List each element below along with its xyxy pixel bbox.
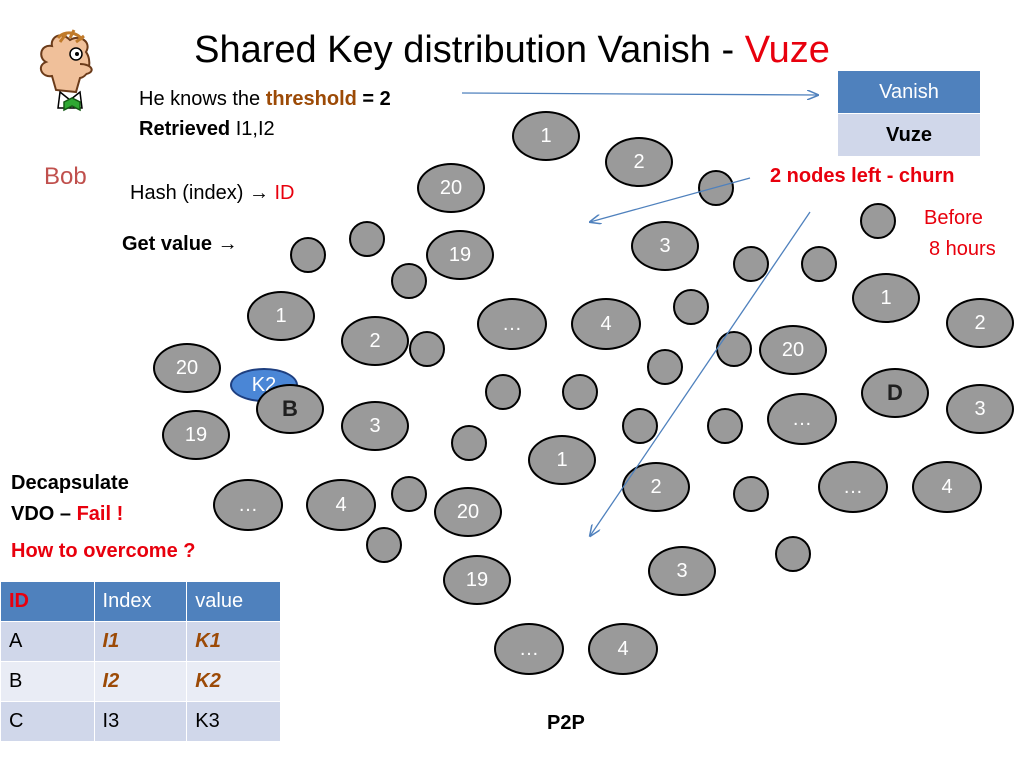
right-arrow-icon: → [248, 182, 269, 204]
dht-node: … [213, 479, 283, 531]
column-header-id: ID [0, 581, 95, 622]
dht-node [451, 425, 487, 461]
table-row: A I1 K1 [0, 621, 281, 662]
dht-node [716, 331, 752, 367]
column-header-value: value [186, 581, 281, 622]
table-cell: K1 [186, 621, 281, 662]
dht-node: 20 [759, 325, 827, 375]
table-cell: K3 [186, 701, 281, 742]
dht-table: ID Index value A I1 K1 B I2 K2 C I3 K3 [0, 581, 281, 742]
dht-node [622, 408, 658, 444]
dht-node: … [494, 623, 564, 675]
dht-node [366, 527, 402, 563]
legend-vanish: Vanish [837, 70, 981, 114]
retrieved-note: Retrieved I1,I2 [139, 118, 275, 140]
dht-node [775, 536, 811, 572]
dht-node: 2 [946, 298, 1014, 348]
dht-node: 2 [622, 462, 690, 512]
dht-node: 3 [341, 401, 409, 451]
dht-node-d: D [861, 368, 929, 418]
threshold-note: He knows the threshold = 2 [139, 88, 391, 110]
table-cell: I3 [93, 701, 188, 742]
dht-node [801, 246, 837, 282]
dht-node [707, 408, 743, 444]
before-label-line2: 8 hours [929, 238, 996, 260]
bob-label: Bob [44, 163, 87, 190]
dht-node: … [767, 393, 837, 445]
dht-node: 19 [426, 230, 494, 280]
right-arrow-icon: → [217, 233, 238, 255]
dht-node [391, 263, 427, 299]
table-row: B I2 K2 [0, 661, 281, 702]
legend-table: Vanish Vuze [837, 70, 981, 157]
dht-node [647, 349, 683, 385]
dht-node [562, 374, 598, 410]
dht-node [673, 289, 709, 325]
dht-node-b: B [256, 384, 324, 434]
dht-node: … [477, 298, 547, 350]
dht-node: 1 [247, 291, 315, 341]
dht-node [733, 476, 769, 512]
table-cell: A [0, 621, 95, 662]
dht-node [290, 237, 326, 273]
dht-node: 20 [417, 163, 485, 213]
dht-node [349, 221, 385, 257]
dht-node [409, 331, 445, 367]
dht-node: 2 [605, 137, 673, 187]
dht-node: 1 [528, 435, 596, 485]
decapsulate-line2: VDO – Fail ! [11, 503, 124, 525]
dht-node: 4 [588, 623, 658, 675]
table-row: C I3 K3 [0, 701, 281, 742]
dht-node: 4 [306, 479, 376, 531]
dht-node: 4 [571, 298, 641, 350]
dht-node: 3 [648, 546, 716, 596]
dht-node [733, 246, 769, 282]
arrow-to-legend [461, 93, 818, 95]
before-label-line1: Before [924, 207, 983, 229]
hash-note: Hash (index) → ID [130, 182, 295, 204]
dht-node: 2 [341, 316, 409, 366]
dht-node: … [818, 461, 888, 513]
dht-node: 1 [512, 111, 580, 161]
dht-node: 1 [852, 273, 920, 323]
dht-node [485, 374, 521, 410]
dht-node: 20 [434, 487, 502, 537]
dht-node [860, 203, 896, 239]
dht-node: 19 [162, 410, 230, 460]
dht-node [698, 170, 734, 206]
column-header-index: Index [93, 581, 188, 622]
dht-node: 3 [631, 221, 699, 271]
overcome-question: How to overcome ? [11, 540, 196, 562]
dht-node [391, 476, 427, 512]
churn-note: 2 nodes left - churn [770, 165, 955, 187]
legend-vuze: Vuze [837, 113, 981, 157]
table-cell: K2 [186, 661, 281, 702]
page-title: Shared Key distribution Vanish - Vuze [194, 29, 830, 71]
p2p-label: P2P [547, 712, 585, 734]
dht-node: 19 [443, 555, 511, 605]
dht-node: 4 [912, 461, 982, 513]
dht-node: 3 [946, 384, 1014, 434]
table-cell: B [0, 661, 95, 702]
dht-node: 20 [153, 343, 221, 393]
table-cell: I2 [93, 661, 188, 702]
decapsulate-line1: Decapsulate [11, 472, 129, 494]
table-cell: C [0, 701, 95, 742]
get-value-note: Get value → [122, 233, 238, 255]
table-cell: I1 [93, 621, 188, 662]
